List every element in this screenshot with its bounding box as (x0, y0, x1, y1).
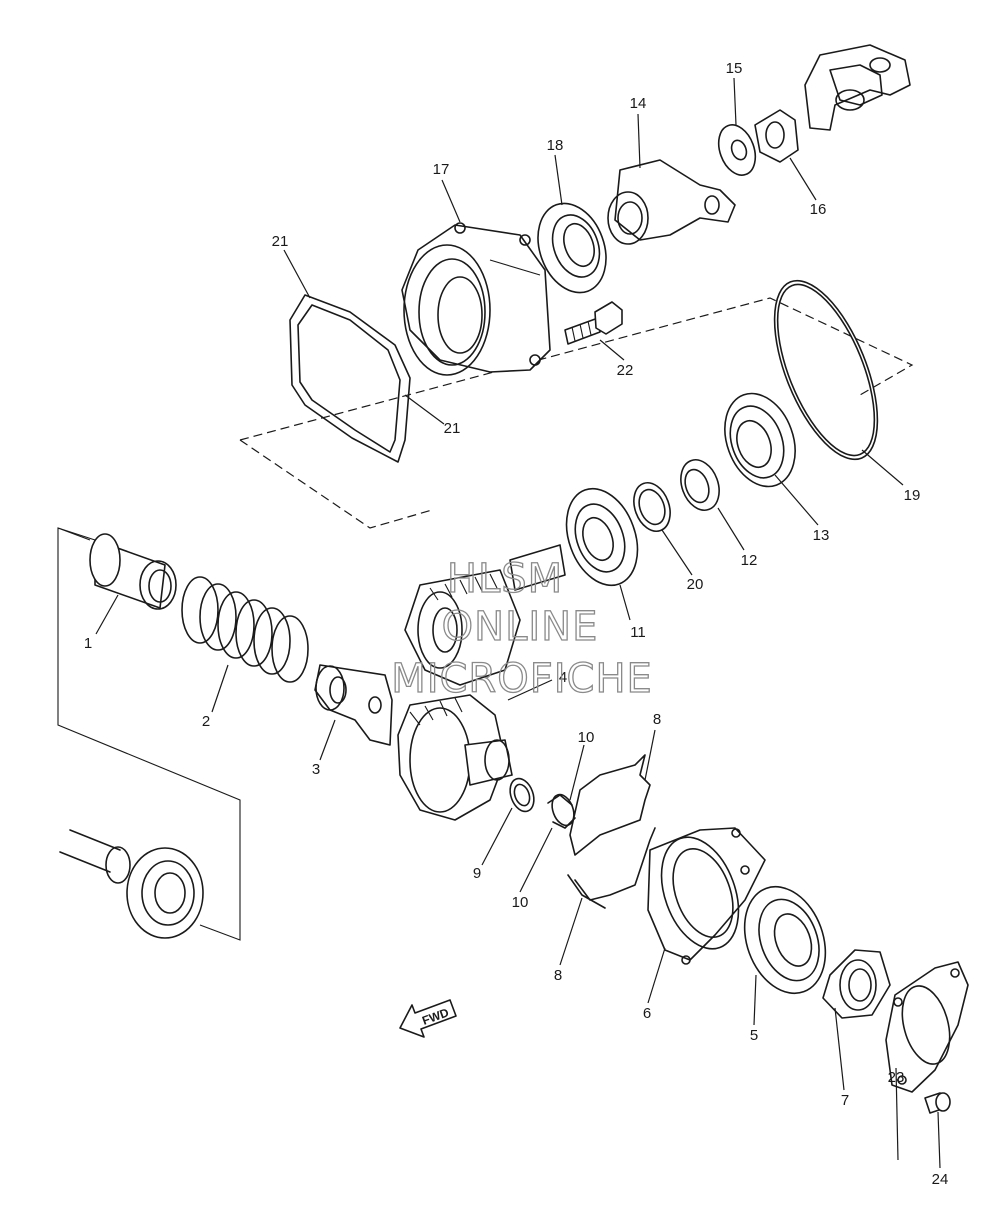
part-1-damper-cam (89, 533, 177, 610)
callout-11: 11 (630, 624, 646, 641)
part-24-bolt (924, 1092, 951, 1114)
callout-labels: 1 2 3 4 5 6 7 8 8 9 10 10 11 12 13 14 15… (84, 60, 949, 1188)
callout-16: 16 (810, 201, 827, 218)
watermark-line-2: ONLINE (442, 604, 599, 650)
assembly-boundary-upper (239, 297, 914, 441)
part-17-housing (401, 222, 551, 376)
callout-13: 13 (813, 527, 830, 544)
part-19-o-ring (773, 279, 879, 461)
ring-gear (397, 694, 513, 821)
callout-15: 15 (726, 60, 743, 77)
callout-18: 18 (547, 137, 564, 154)
fwd-arrow: FWD (399, 999, 457, 1038)
part-6-bearing-housing (647, 827, 766, 965)
part-9-washer (509, 777, 535, 813)
callout-10-upper: 10 (578, 729, 595, 746)
callout-22: 22 (617, 362, 634, 379)
part-23-gasket (885, 961, 969, 1093)
callout-1: 1 (84, 635, 92, 652)
callout-21-lower: 21 (444, 420, 461, 437)
part-10-clip (547, 793, 576, 829)
callout-8-upper: 8 (653, 711, 661, 728)
part-16-nut (754, 109, 799, 163)
part-7-ring-nut (822, 949, 891, 1019)
part-21-gasket (289, 294, 411, 463)
assembly-boundary-left-top (57, 527, 91, 541)
callout-19: 19 (904, 487, 921, 504)
callout-23: 23 (888, 1069, 905, 1086)
callout-20: 20 (687, 576, 704, 593)
part-20-shim (633, 481, 671, 533)
leader-lines (95, 77, 941, 1169)
callout-21-upper: 21 (272, 233, 289, 250)
part-12-collar (680, 459, 720, 511)
part-18-oil-seal (537, 202, 607, 294)
part-22-bolt (564, 301, 623, 345)
watermark: HLSM ONLINE MICROFICHE (391, 555, 653, 702)
callout-9: 9 (473, 865, 481, 882)
part-15-washer (717, 124, 757, 176)
part-13-bearing (724, 392, 796, 488)
part-3-universal-joint-yoke (314, 664, 393, 746)
callout-24: 24 (932, 1171, 949, 1188)
callout-12: 12 (741, 552, 758, 569)
callout-5: 5 (750, 1027, 758, 1044)
part-14-yoke (607, 159, 736, 245)
part-11-bearing (565, 487, 639, 587)
watermark-line-3: MICROFICHE (391, 656, 653, 702)
part-8-spring-clip (567, 754, 656, 909)
callout-4: 4 (559, 669, 567, 686)
part-5-bearing (743, 885, 827, 995)
callout-10-lower: 10 (512, 894, 529, 911)
callout-2: 2 (202, 713, 210, 730)
part-4-drive-pinion-gear (404, 544, 566, 686)
reference-shaft-bearing (59, 829, 204, 939)
watermark-line-1: HLSM (447, 556, 563, 602)
callout-8-lower: 8 (554, 967, 562, 984)
callout-7: 7 (841, 1092, 849, 1109)
callout-3: 3 (312, 761, 320, 778)
universal-joint (804, 44, 911, 131)
callout-6: 6 (643, 1005, 651, 1022)
part-2-compression-spring (181, 576, 309, 683)
callout-14: 14 (630, 95, 647, 112)
assembly-boundary-upper-lower (239, 439, 433, 529)
callout-17: 17 (433, 161, 450, 178)
